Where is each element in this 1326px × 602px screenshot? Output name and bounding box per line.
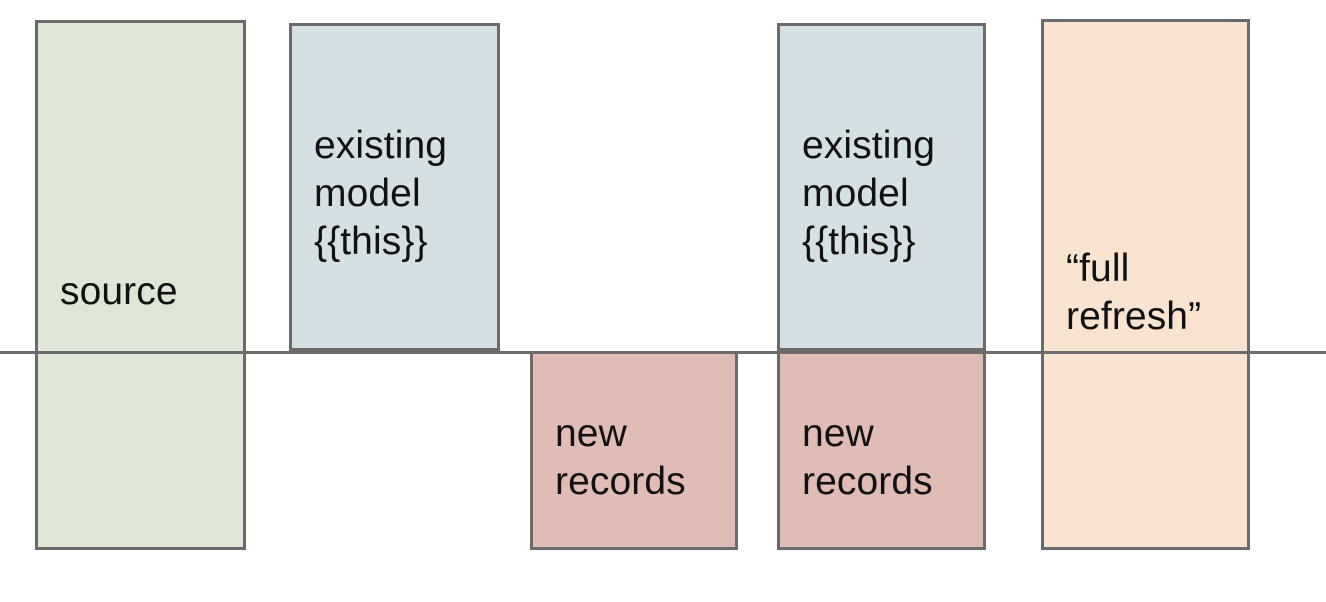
- box-new-records-1[interactable]: new records: [530, 351, 738, 550]
- box-new-records-1-label: new records: [555, 412, 686, 503]
- box-existing-model-1[interactable]: existing model {{this}}: [289, 23, 500, 351]
- horizontal-divider-line: [0, 351, 1326, 354]
- box-full-refresh[interactable]: “full refresh”: [1041, 19, 1250, 550]
- box-existing-model-1-label: existing model {{this}}: [314, 124, 448, 263]
- box-existing-model-2[interactable]: existing model {{this}}: [777, 23, 986, 351]
- box-source-label: source: [60, 270, 178, 313]
- box-existing-model-2-label: existing model {{this}}: [802, 124, 936, 263]
- box-source[interactable]: source: [35, 20, 246, 550]
- box-new-records-2-label: new records: [802, 412, 933, 503]
- box-new-records-2[interactable]: new records: [777, 351, 986, 550]
- box-full-refresh-label: “full refresh”: [1066, 247, 1202, 338]
